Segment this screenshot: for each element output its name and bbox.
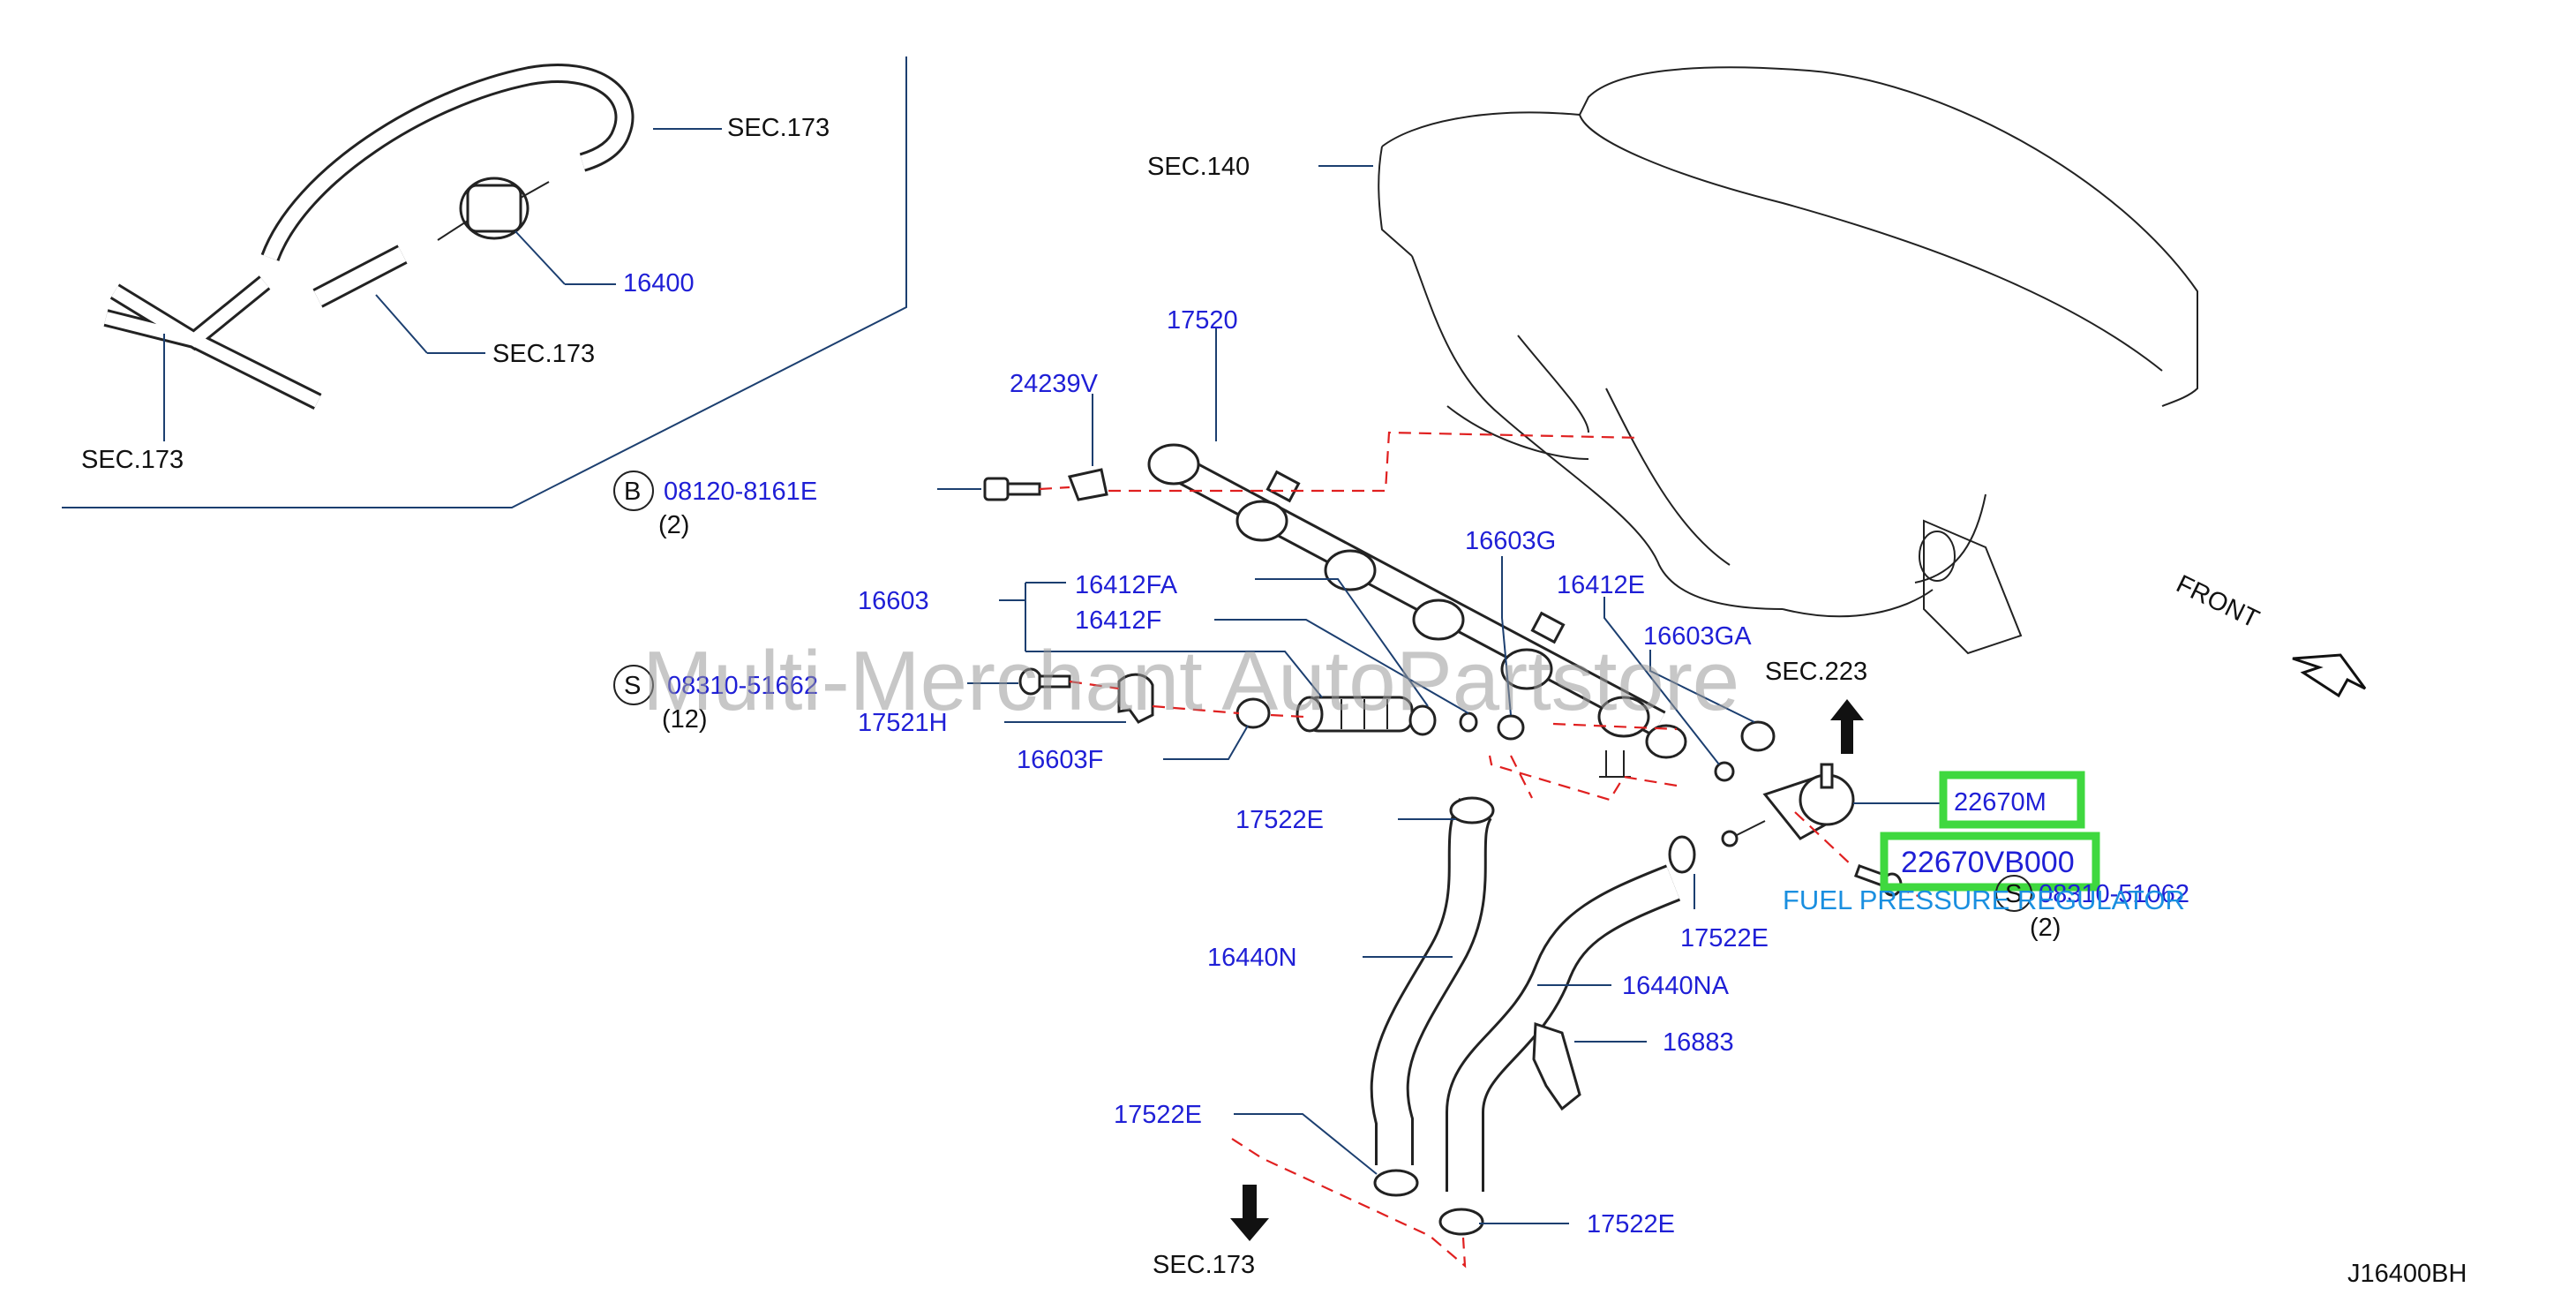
label-part-22670vb000[interactable]: 22670VB000 (1901, 846, 2075, 879)
diagram-code: J16400BH (2347, 1260, 2467, 1288)
label-part-16400[interactable]: 16400 (623, 269, 695, 297)
watermark-text: Multi-Merchant AutoPartstore (642, 634, 1739, 728)
svg-text:S: S (624, 672, 641, 700)
label-part-17522e-a[interactable]: 17522E (1235, 806, 1324, 834)
fuel-hose-16440n-drawing (1370, 798, 1493, 1165)
label-part-17522e-d[interactable]: 17522E (1587, 1210, 1675, 1238)
label-sec173-left[interactable]: SEC.173 (81, 446, 184, 474)
label-part-16440n[interactable]: 16440N (1207, 944, 1297, 972)
label-part-16883[interactable]: 16883 (1663, 1028, 1734, 1057)
svg-text:B: B (624, 478, 641, 506)
label-part-17522e-c[interactable]: 17522E (1114, 1101, 1202, 1129)
o-ring-16412fa-icon (1408, 704, 1437, 736)
label-part-16603g[interactable]: 16603G (1465, 527, 1556, 555)
svg-text:S: S (2005, 880, 2022, 908)
o-ring-16412e-icon (1714, 761, 1735, 782)
callout-s-symbol-left: S (613, 665, 654, 705)
note-fuel-pressure-regulator[interactable]: FUEL PRESSURE REGULATOR (1783, 885, 2185, 915)
label-part-17522e-b[interactable]: 17522E (1680, 924, 1769, 952)
label-part-16412fa[interactable]: 16412FA (1075, 571, 1178, 599)
label-qty-b: (2) (658, 511, 689, 539)
bracket-24239v-icon (1067, 468, 1108, 501)
hose-clamps (1373, 796, 1696, 1236)
clip-16883-icon (1532, 1021, 1581, 1111)
label-part-17520[interactable]: 17520 (1167, 306, 1238, 335)
label-part-16440na[interactable]: 16440NA (1622, 972, 1730, 1000)
label-qty-s-right: (2) (2030, 914, 2061, 942)
bolt-08120-icon (983, 477, 1041, 501)
label-qty-s-left: (12) (662, 705, 708, 734)
arrow-up-icon (1830, 699, 1864, 754)
injector-icon (1296, 696, 1414, 733)
label-part-16603[interactable]: 16603 (858, 587, 929, 615)
callout-s-symbol-right: S (1995, 875, 2032, 912)
inset-fuel-filter-icon (437, 177, 550, 241)
label-sec173-bottom[interactable]: SEC.173 (1153, 1251, 1255, 1279)
front-label: FRONT (2172, 570, 2264, 635)
label-sec173-top[interactable]: SEC.173 (727, 114, 830, 142)
holder-17521h-icon (1117, 673, 1154, 724)
insulator-16603g-icon (1497, 714, 1525, 741)
label-part-16603f[interactable]: 16603F (1017, 746, 1103, 774)
label-part-16412e[interactable]: 16412E (1557, 571, 1645, 599)
fuel-pressure-regulator-icon (1721, 763, 1855, 847)
highlight-22670vb000 (1880, 832, 2100, 892)
arrow-down-icon (1230, 1185, 1269, 1241)
label-part-08310-51662[interactable]: 08310-51662 (667, 672, 818, 700)
label-part-24239v[interactable]: 24239V (1010, 370, 1099, 398)
label-sec140[interactable]: SEC.140 (1147, 153, 1250, 181)
label-sec173-mid[interactable]: SEC.173 (492, 340, 595, 368)
label-part-16412f[interactable]: 16412F (1075, 606, 1161, 635)
fuel-hose-16440na-drawing (1446, 864, 1681, 1192)
label-part-08310-51062[interactable]: 08310-51062 (2039, 880, 2189, 908)
insulator-16603ga-icon (1740, 720, 1776, 752)
highlight-22670m (1939, 771, 2085, 829)
label-part-22670m[interactable]: 22670M (1954, 788, 2047, 817)
callout-b-symbol: B (613, 471, 654, 511)
bolt-08310-left-icon (1018, 667, 1071, 696)
label-sec223[interactable]: SEC.223 (1765, 658, 1867, 686)
front-arrow-icon (2292, 653, 2367, 698)
injector-parts-row (1018, 667, 1776, 782)
inset-fuel-line-drawing (103, 64, 722, 441)
label-part-08120-8161e[interactable]: 08120-8161E (664, 478, 817, 506)
label-part-16603ga[interactable]: 16603GA (1643, 622, 1752, 651)
inset-frame (62, 56, 907, 508)
intake-manifold-drawing (1378, 66, 2198, 655)
label-part-17521h[interactable]: 17521H (858, 709, 948, 737)
